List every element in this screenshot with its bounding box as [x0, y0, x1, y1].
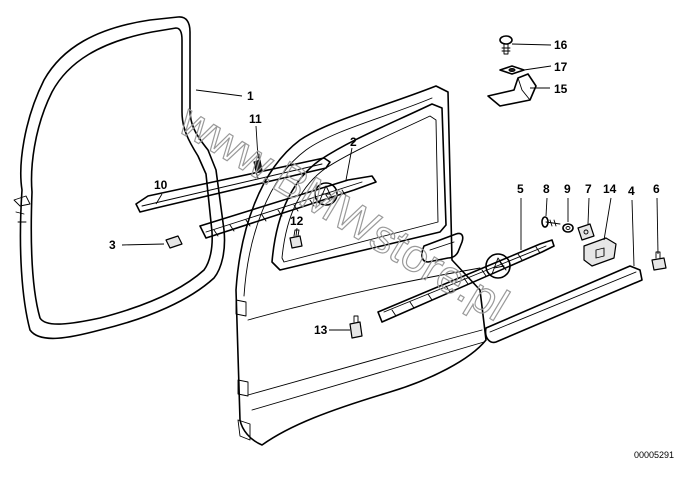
end-clip-part-6	[651, 251, 667, 271]
door-moulding-part	[377, 239, 555, 323]
screw-part-16	[499, 35, 513, 55]
callout-10: 10	[154, 178, 168, 192]
door-seal-part	[13, 16, 226, 340]
clip-nut-part-7	[577, 223, 595, 241]
callout-15: 15	[554, 82, 568, 96]
moulding-detail-circle	[485, 253, 511, 279]
callout-2: 2	[350, 135, 357, 149]
washer-part-17	[499, 65, 525, 75]
leader-lines	[121, 43, 659, 331]
callout-labels: 1 2 3 4 5 6 7 8 9 10 11 12 13 14 15 16 1…	[109, 38, 660, 337]
washer-part-9	[562, 223, 574, 233]
callout-7: 7	[585, 182, 592, 196]
screw-part-8	[541, 216, 561, 228]
callout-17: 17	[554, 60, 568, 74]
clip-part-11	[253, 153, 263, 179]
callout-1: 1	[247, 89, 254, 103]
callout-16: 16	[554, 38, 568, 52]
callout-11: 11	[249, 112, 262, 126]
callout-5: 5	[517, 182, 524, 196]
window-channel-strip-part	[135, 157, 331, 213]
callout-4: 4	[628, 184, 635, 198]
clip-part-13	[349, 315, 363, 339]
callout-9: 9	[564, 182, 571, 196]
callout-12: 12	[290, 214, 304, 228]
rubber-block-part	[165, 235, 183, 249]
door-shell	[235, 85, 487, 446]
end-cap-part-14	[583, 237, 617, 267]
lower-moulding-part	[484, 265, 643, 344]
document-id: 00005291	[634, 450, 674, 460]
bracket-part-15	[487, 73, 537, 107]
clip-detail-circle	[314, 182, 338, 206]
callout-6: 6	[653, 182, 660, 196]
callout-3: 3	[109, 238, 116, 252]
callout-8: 8	[543, 182, 550, 196]
callout-14: 14	[603, 182, 617, 196]
callout-13: 13	[314, 323, 328, 337]
